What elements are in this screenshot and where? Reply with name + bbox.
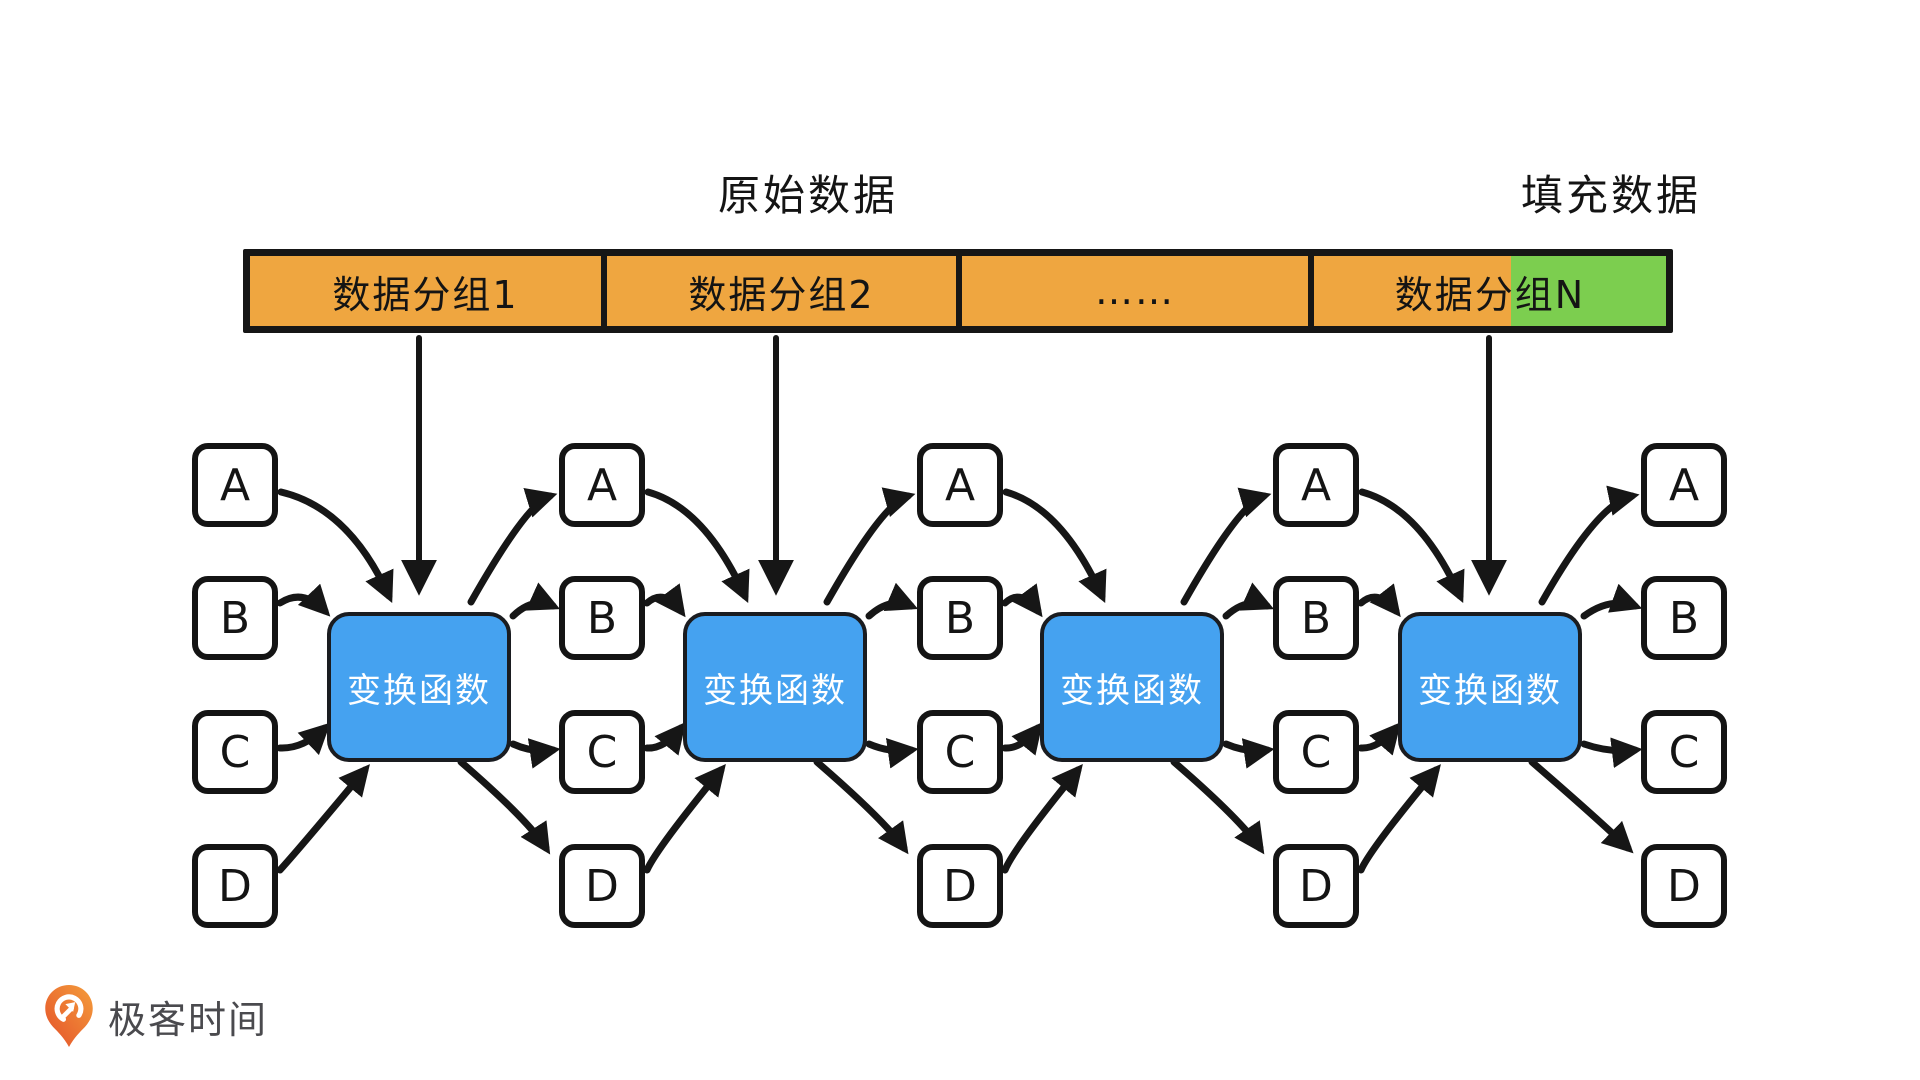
state-box-c3-d: D: [917, 844, 1003, 928]
state-box-c5-a: A: [1641, 443, 1727, 527]
bar-segment-1: 数据分组1: [250, 256, 601, 326]
state-box-c5-b: B: [1641, 576, 1727, 660]
state-box-c4-a: A: [1273, 443, 1359, 527]
state-box-c5-d: D: [1641, 844, 1727, 928]
geektime-logo: 极客时间: [44, 984, 268, 1048]
state-box-c4-c: C: [1273, 710, 1359, 794]
data-bar: 数据分组1 数据分组2 …… 数据分组N: [243, 249, 1673, 333]
transform-function-box-1: 变换函数: [327, 612, 511, 762]
transform-function-box-4: 变换函数: [1398, 612, 1582, 762]
state-box-c5-c: C: [1641, 710, 1727, 794]
state-box-c3-b: B: [917, 576, 1003, 660]
bar-segment-2: 数据分组2: [601, 256, 956, 326]
state-box-c2-a: A: [559, 443, 645, 527]
state-box-c1-a: A: [192, 443, 278, 527]
state-box-c3-c: C: [917, 710, 1003, 794]
state-box-c1-d: D: [192, 844, 278, 928]
state-box-c2-b: B: [559, 576, 645, 660]
original-data-label: 原始数据: [717, 171, 899, 220]
geektime-logo-icon: [45, 985, 93, 1047]
bar-segment-n-with-padding: 数据分组N: [1308, 256, 1666, 326]
padding-data-label: 填充数据: [1520, 171, 1702, 220]
state-box-c1-c: C: [192, 710, 278, 794]
state-box-c2-c: C: [559, 710, 645, 794]
transform-function-box-2: 变换函数: [683, 612, 867, 762]
state-box-c4-d: D: [1273, 844, 1359, 928]
transform-function-box-3: 变换函数: [1040, 612, 1224, 762]
state-box-c2-d: D: [559, 844, 645, 928]
geektime-logo-text: 极客时间: [108, 997, 269, 1042]
bar-segment-ellipsis: ……: [956, 256, 1308, 326]
state-box-c1-b: B: [192, 576, 278, 660]
state-box-c4-b: B: [1273, 576, 1359, 660]
state-box-c3-a: A: [917, 443, 1003, 527]
